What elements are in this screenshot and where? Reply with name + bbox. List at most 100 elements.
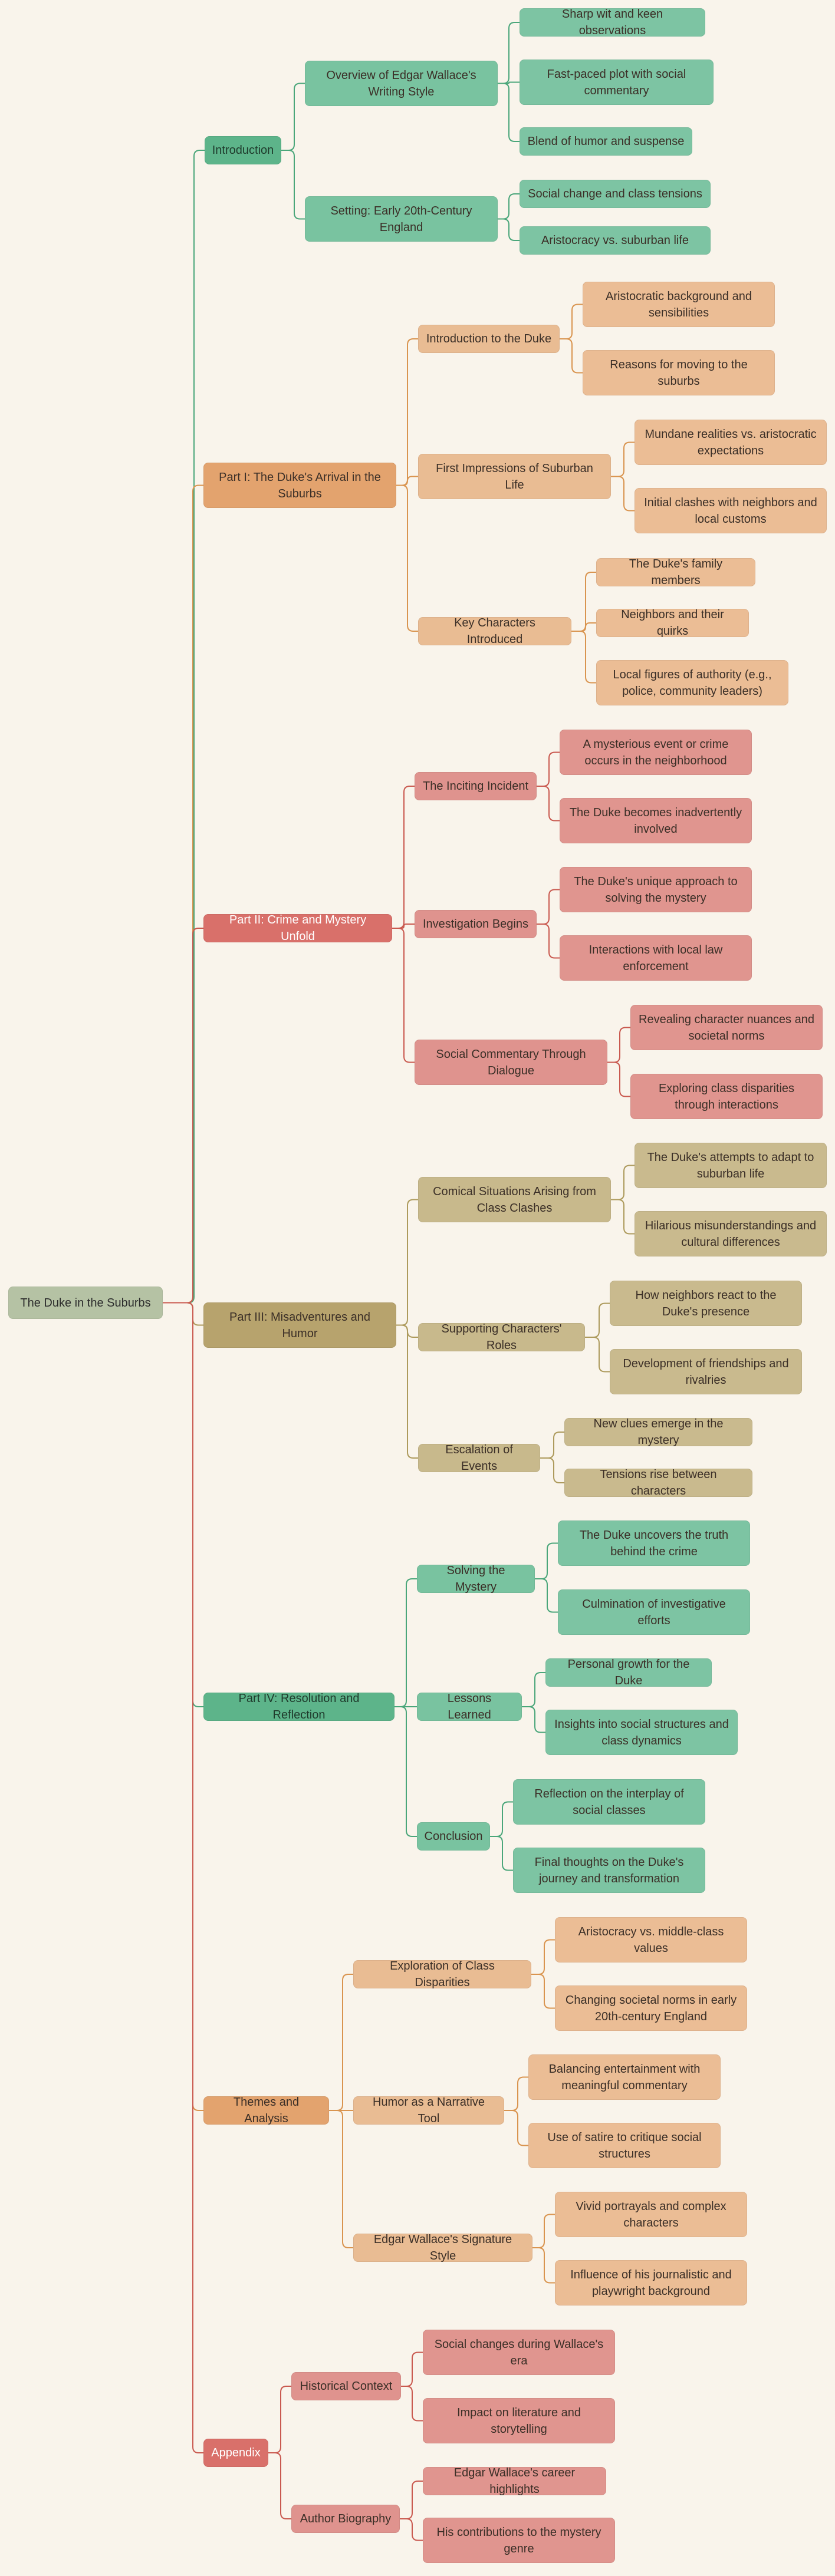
leaf-reasons-for-moving-to-the-suburbs[interactable]: Reasons for moving to the suburbs — [583, 350, 775, 395]
leaf-revealing-character-nuances-and-societal-norms[interactable]: Revealing character nuances and societal… — [630, 1005, 823, 1050]
node-label: Appendix — [211, 2446, 261, 2459]
connector-interactions-with-local-law-enforcement — [537, 923, 560, 959]
connector-initial-clashes-with-neighbors-and-local-customs — [611, 476, 635, 512]
topic-solving-the-mystery[interactable]: Solving the Mystery — [417, 1564, 535, 1594]
leaf-impact-on-literature-and-storytelling[interactable]: Impact on literature and storytelling — [423, 2398, 615, 2443]
topic-comical-situations-arising-from-class-clashes[interactable]: Comical Situations Arising from Class Cl… — [418, 1177, 611, 1222]
node-label: Interactions with local law enforcement — [589, 943, 723, 973]
leaf-aristocratic-background-and-sensibilities[interactable]: Aristocratic background and sensibilitie… — [583, 282, 775, 327]
topic-escalation-of-events[interactable]: Escalation of Events — [418, 1443, 540, 1473]
topic-author-biography[interactable]: Author Biography — [291, 2505, 400, 2533]
connector-escalation-of-events — [396, 1324, 418, 1459]
leaf-social-change-and-class-tensions[interactable]: Social change and class tensions — [520, 180, 711, 208]
topic-first-impressions-of-suburban-life[interactable]: First Impressions of Suburban Life — [418, 454, 611, 499]
connector-root-to-part-ii-crime-and-mystery-unfold — [163, 928, 203, 1304]
branch-themes-and-analysis[interactable]: Themes and Analysis — [203, 2096, 329, 2125]
node-label: Reflection on the interplay of social cl… — [534, 1787, 684, 1817]
leaf-interactions-with-local-law-enforcement[interactable]: Interactions with local law enforcement — [560, 935, 752, 981]
node-label: A mysterious event or crime occurs in th… — [583, 737, 729, 767]
leaf-vivid-portrayals-and-complex-characters[interactable]: Vivid portrayals and complex characters — [555, 2192, 747, 2237]
leaf-local-figures-of-authority-e-g-police-community-[interactable]: Local figures of authority (e.g., police… — [596, 660, 788, 705]
connector-changing-societal-norms-in-early-20th-century-en — [531, 1974, 555, 2009]
leaf-use-of-satire-to-critique-social-structures[interactable]: Use of satire to critique social structu… — [528, 2123, 721, 2168]
leaf-his-contributions-to-the-mystery-genre[interactable]: His contributions to the mystery genre — [423, 2518, 615, 2563]
node-label: Overview of Edgar Wallace's Writing Styl… — [326, 68, 476, 98]
connector-first-impressions-of-suburban-life — [396, 476, 418, 486]
leaf-personal-growth-for-the-duke[interactable]: Personal growth for the Duke — [545, 1658, 712, 1687]
node-label: Mundane realities vs. aristocratic expec… — [645, 427, 817, 457]
leaf-changing-societal-norms-in-early-20th-century-en[interactable]: Changing societal norms in early 20th-ce… — [555, 1985, 747, 2031]
connector-culmination-of-investigative-efforts — [535, 1578, 558, 1613]
connector-insights-into-social-structures-and-class-dynami — [522, 1706, 545, 1733]
leaf-fast-paced-plot-with-social-commentary[interactable]: Fast-paced plot with social commentary — [520, 60, 714, 105]
leaf-aristocracy-vs-middle-class-values[interactable]: Aristocracy vs. middle-class values — [555, 1917, 747, 1962]
node-label: Conclusion — [424, 1830, 483, 1843]
leaf-the-duke-becomes-inadvertently-involved[interactable]: The Duke becomes inadvertently involved — [560, 798, 752, 843]
branch-part-iv-resolution-and-reflection[interactable]: Part IV: Resolution and Reflection — [203, 1692, 395, 1721]
leaf-exploring-class-disparities-through-interactions[interactable]: Exploring class disparities through inte… — [630, 1074, 823, 1119]
leaf-the-duke-s-family-members[interactable]: The Duke's family members — [596, 558, 755, 587]
leaf-tensions-rise-between-characters[interactable]: Tensions rise between characters — [564, 1468, 752, 1498]
leaf-reflection-on-the-interplay-of-social-classes[interactable]: Reflection on the interplay of social cl… — [513, 1779, 705, 1825]
node-label: Aristocratic background and sensibilitie… — [606, 289, 752, 319]
leaf-the-duke-s-attempts-to-adapt-to-suburban-life[interactable]: The Duke's attempts to adapt to suburban… — [635, 1143, 827, 1188]
leaf-culmination-of-investigative-efforts[interactable]: Culmination of investigative efforts — [558, 1589, 750, 1635]
leaf-aristocracy-vs-suburban-life[interactable]: Aristocracy vs. suburban life — [520, 226, 711, 255]
branch-appendix[interactable]: Appendix — [203, 2439, 268, 2467]
node-label: Edgar Wallace's career highlights — [453, 2466, 576, 2496]
connector-how-neighbors-react-to-the-duke-s-presence — [585, 1302, 610, 1338]
leaf-new-clues-emerge-in-the-mystery[interactable]: New clues emerge in the mystery — [564, 1417, 752, 1447]
node-label: His contributions to the mystery genre — [436, 2525, 601, 2555]
connector-a-mysterious-event-or-crime-occurs-in-the-neighb — [537, 751, 560, 787]
leaf-influence-of-his-journalistic-and-playwright-bac[interactable]: Influence of his journalistic and playwr… — [555, 2260, 747, 2305]
topic-edgar-wallace-s-signature-style[interactable]: Edgar Wallace's Signature Style — [353, 2233, 532, 2262]
leaf-balancing-entertainment-with-meaningful-commenta[interactable]: Balancing entertainment with meaningful … — [528, 2054, 721, 2100]
topic-social-commentary-through-dialogue[interactable]: Social Commentary Through Dialogue — [415, 1040, 607, 1085]
topic-humor-as-a-narrative-tool[interactable]: Humor as a Narrative Tool — [353, 2096, 504, 2125]
topic-investigation-begins[interactable]: Investigation Begins — [415, 910, 537, 938]
leaf-insights-into-social-structures-and-class-dynami[interactable]: Insights into social structures and clas… — [545, 1710, 738, 1755]
topic-introduction-to-the-duke[interactable]: Introduction to the Duke — [418, 325, 560, 353]
topic-overview-of-edgar-wallace-s-writing-style[interactable]: Overview of Edgar Wallace's Writing Styl… — [305, 61, 498, 106]
topic-historical-context[interactable]: Historical Context — [291, 2372, 401, 2400]
leaf-how-neighbors-react-to-the-duke-s-presence[interactable]: How neighbors react to the Duke's presen… — [610, 1281, 802, 1326]
branch-part-iii-misadventures-and-humor[interactable]: Part III: Misadventures and Humor — [203, 1302, 396, 1348]
topic-setting-early-20th-century-england[interactable]: Setting: Early 20th-Century England — [305, 196, 498, 242]
topic-exploration-of-class-disparities[interactable]: Exploration of Class Disparities — [353, 1960, 531, 1989]
topic-the-inciting-incident[interactable]: The Inciting Incident — [415, 772, 537, 800]
leaf-hilarious-misunderstandings-and-cultural-differe[interactable]: Hilarious misunderstandings and cultural… — [635, 1211, 827, 1256]
node-label: Personal growth for the Duke — [567, 1658, 690, 1687]
topic-supporting-characters-roles[interactable]: Supporting Characters' Roles — [418, 1322, 585, 1352]
connector-fast-paced-plot-with-social-commentary — [498, 81, 520, 84]
leaf-edgar-wallace-s-career-highlights[interactable]: Edgar Wallace's career highlights — [423, 2466, 606, 2496]
leaf-development-of-friendships-and-rivalries[interactable]: Development of friendships and rivalries — [610, 1349, 802, 1394]
node-label: Aristocracy vs. suburban life — [541, 234, 689, 247]
node-label: Social Commentary Through Dialogue — [436, 1047, 586, 1077]
leaf-a-mysterious-event-or-crime-occurs-in-the-neighb[interactable]: A mysterious event or crime occurs in th… — [560, 730, 752, 775]
leaf-the-duke-s-unique-approach-to-solving-the-myster[interactable]: The Duke's unique approach to solving th… — [560, 867, 752, 912]
leaf-mundane-realities-vs-aristocratic-expectations[interactable]: Mundane realities vs. aristocratic expec… — [635, 420, 827, 465]
branch-part-i-the-duke-s-arrival-in-the-suburbs[interactable]: Part I: The Duke's Arrival in the Suburb… — [203, 463, 396, 508]
connector-influence-of-his-journalistic-and-playwright-bac — [532, 2247, 555, 2284]
leaf-the-duke-uncovers-the-truth-behind-the-crime[interactable]: The Duke uncovers the truth behind the c… — [558, 1520, 750, 1566]
node-label: The Duke's attempts to adapt to suburban… — [647, 1150, 814, 1180]
topic-key-characters-introduced[interactable]: Key Characters Introduced — [418, 616, 571, 646]
root-node-the-duke-in-the-suburbs[interactable]: The Duke in the Suburbs — [8, 1287, 163, 1319]
node-label: Use of satire to critique social structu… — [547, 2130, 702, 2161]
node-label: Social change and class tensions — [528, 187, 702, 200]
leaf-initial-clashes-with-neighbors-and-local-customs[interactable]: Initial clashes with neighbors and local… — [635, 488, 827, 533]
leaf-final-thoughts-on-the-duke-s-journey-and-transfo[interactable]: Final thoughts on the Duke's journey and… — [513, 1848, 705, 1893]
leaf-social-changes-during-wallace-s-era[interactable]: Social changes during Wallace's era — [423, 2330, 615, 2375]
node-label: Impact on literature and storytelling — [456, 2406, 581, 2436]
leaf-neighbors-and-their-quirks[interactable]: Neighbors and their quirks — [596, 608, 749, 638]
topic-conclusion[interactable]: Conclusion — [417, 1822, 490, 1851]
topic-lessons-learned[interactable]: Lessons Learned — [417, 1692, 522, 1721]
branch-part-ii-crime-and-mystery-unfold[interactable]: Part II: Crime and Mystery Unfold — [203, 913, 392, 943]
leaf-sharp-wit-and-keen-observations[interactable]: Sharp wit and keen observations — [520, 8, 705, 37]
branch-introduction[interactable]: Introduction — [205, 136, 281, 164]
leaf-blend-of-humor-and-suspense[interactable]: Blend of humor and suspense — [520, 127, 692, 156]
connector-solving-the-mystery — [395, 1578, 417, 1707]
node-label: Reasons for moving to the suburbs — [610, 358, 748, 388]
connector-aristocracy-vs-suburban-life — [498, 218, 520, 241]
